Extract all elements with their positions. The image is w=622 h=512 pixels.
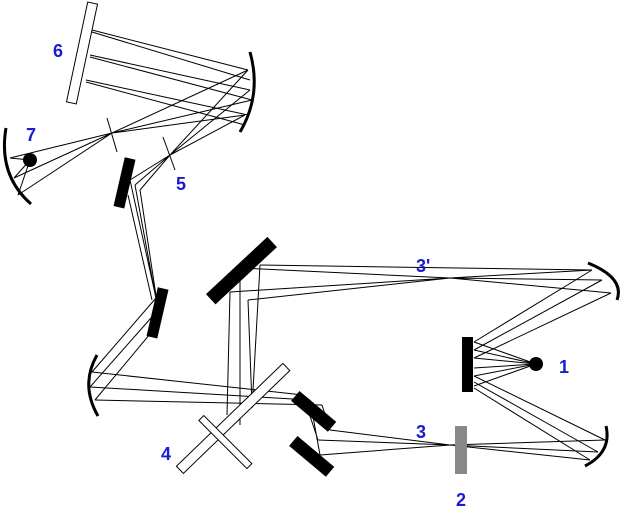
sample-holder	[455, 426, 467, 474]
label-grating: 6	[53, 41, 63, 61]
curved-mirror-top-right	[587, 261, 620, 301]
label-source: 1	[559, 357, 569, 377]
flat-mirror-upper	[113, 157, 136, 209]
label-sample: 2	[456, 490, 466, 510]
flat-mirror-middle	[146, 287, 169, 339]
diffraction-grating	[65, 1, 99, 105]
detector-icon	[23, 153, 37, 167]
exit-slit	[106, 117, 118, 153]
large-flat-mirror	[205, 236, 277, 305]
flat-mirror-source	[462, 337, 473, 392]
source-lamp-icon	[529, 357, 543, 371]
label-focus-ref: 3'	[416, 256, 430, 276]
curved-mirror-top	[238, 51, 256, 133]
label-detector: 7	[26, 125, 36, 145]
mirror-pair-upper	[291, 390, 337, 432]
curved-mirror-bottom-right	[584, 425, 609, 468]
light-rays	[9, 29, 612, 461]
label-focus: 3	[416, 422, 426, 442]
curved-mirror-detector	[2, 127, 32, 206]
label-slit: 5	[176, 174, 186, 194]
label-beamsplitter: 4	[161, 444, 171, 464]
compensator-plate	[198, 414, 253, 470]
beamsplitter	[175, 362, 291, 475]
curved-mirror-left	[87, 354, 100, 417]
slit-5	[162, 136, 176, 171]
mirror-pair-lower	[289, 435, 335, 477]
